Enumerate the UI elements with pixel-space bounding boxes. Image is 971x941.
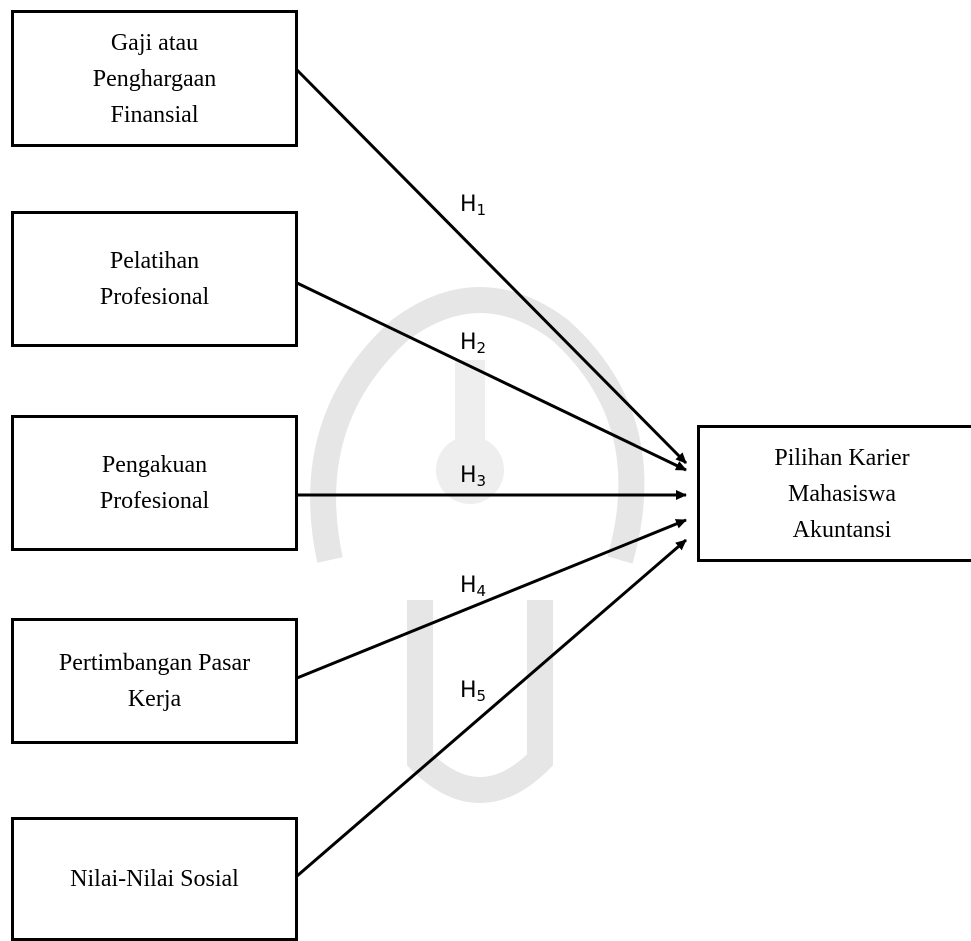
label-h4: H4 bbox=[460, 573, 487, 600]
box-pasar-label: Pertimbangan Pasar Kerja bbox=[58, 650, 251, 712]
box-nilai-label: Nilai-Nilai Sosial bbox=[70, 866, 239, 892]
box-pertimbangan-pasar-kerja: Pertimbangan Pasar Kerja bbox=[11, 618, 298, 744]
box-gaji-label: Gaji atau Penghargaan Finansial bbox=[92, 29, 217, 128]
label-h3: H3 bbox=[460, 463, 487, 490]
label-h5: H5 bbox=[460, 678, 487, 705]
box-pilihan-karier: Pilihan Karier Mahasiswa Akuntansi bbox=[697, 425, 971, 562]
box-target-label: Pilihan Karier Mahasiswa Akuntansi bbox=[774, 444, 910, 543]
arrow-h4 bbox=[296, 518, 687, 680]
arrow-h2 bbox=[296, 281, 687, 472]
label-h2: H2 bbox=[460, 330, 487, 357]
box-pelatihan-label: Pelatihan Profesional bbox=[99, 248, 210, 310]
box-pengakuan-label: Pengakuan Profesional bbox=[99, 452, 210, 514]
box-nilai-nilai-sosial: Nilai-Nilai Sosial bbox=[11, 817, 298, 941]
box-pelatihan-profesional: Pelatihan Profesional bbox=[11, 211, 298, 347]
label-h1: H1 bbox=[460, 192, 487, 219]
arrow-h1 bbox=[295, 68, 688, 465]
box-pengakuan-profesional: Pengakuan Profesional bbox=[11, 415, 298, 551]
arrow-h5 bbox=[296, 538, 687, 878]
box-gaji-penghargaan-finansial: Gaji atau Penghargaan Finansial bbox=[11, 10, 298, 147]
